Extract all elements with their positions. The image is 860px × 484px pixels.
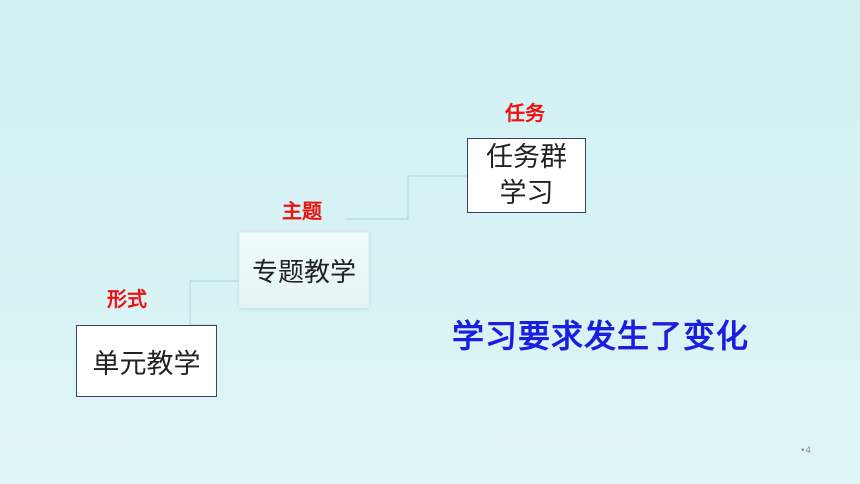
task-group-text-line1: 任务群 [486,141,567,173]
page-number-value: 4 [805,446,812,456]
connector-topic-to-task [345,175,467,220]
topic-teaching-box: 专题教学 [239,232,369,308]
task-group-text-line2: 学习 [499,177,554,209]
unit-teaching-box: 单元教学 [76,325,217,397]
headline: 学习要求发生了变化 [452,317,750,355]
label-task: 任务 [505,101,545,125]
label-theme: 主题 [282,199,322,223]
unit-teaching-text: 单元教学 [92,348,201,380]
connector-unit-to-topic [189,280,239,326]
topic-teaching-text: 专题教学 [251,257,356,288]
label-form: 形式 [107,287,147,311]
page-number: •4 [800,446,812,456]
task-group-box: 任务群 学习 [467,138,586,213]
